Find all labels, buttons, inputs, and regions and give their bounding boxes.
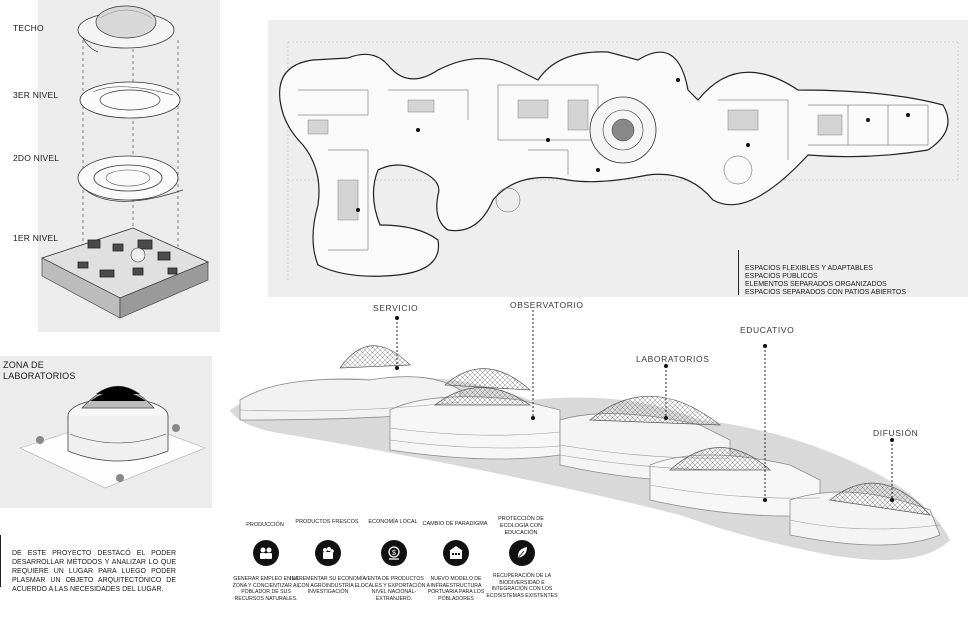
plan-note-1: ESPACIOS FLEXIBLES Y ADAPTABLES [745,265,873,272]
roof-level-shape [77,5,175,53]
impact-desc-produccion: GENERAR EMPLEO EN LA ZONA Y CONCIENTIZAR… [232,576,300,602]
summary-divider [0,535,1,587]
impact-desc-cambio-paradigma: NUEVO MODELO DE INFRAESTRUCTURA PORTUARI… [427,576,485,602]
produce-icon [315,540,341,566]
impact-title-cambio-paradigma: CAMBIO DE PARADIGMA [422,521,488,527]
exploded-axonometric-drawing [40,5,210,319]
lab-zone-title-line2: LABORATORIOS [3,371,76,381]
building-icon [443,540,469,566]
impact-desc-proteccion-ecologia: RECUPERACIÓN DE LA BIODIVERSIDAD E INTEG… [486,573,558,599]
first-level-shape [40,227,210,319]
svg-text:$: $ [392,550,396,557]
money-icon: $ [381,540,407,566]
impact-title-productos-frescos: PRODUCTOS FRESCOS [295,519,359,525]
third-level-shape [79,81,181,119]
lab-zone-title-line1: ZONA DE [3,360,44,370]
lab-zone-drawing [19,385,206,489]
impact-title-produccion: PRODUCCIÓN [246,522,284,528]
floor-plan-drawing [279,41,959,280]
summary-text: DE ESTE PROYECTO DESTACÓ EL PODER DESARR… [12,550,176,593]
plan-note-3: ELEMENTOS SEPARADOS ORGANIZADOS [745,281,887,288]
plan-note-2: ESPACIOS PÚBLICOS [745,273,818,280]
zone-label-laboratorios: LABORATORIOS [636,354,710,364]
perspective-render [230,310,950,560]
plan-note-divider [738,250,739,295]
plan-note-4: ESPACIOS SEPARADOS CON PATIOS ABIERTOS [745,289,907,296]
second-level-shape [77,155,184,202]
level-label-techo: TECHO [13,23,44,33]
level-label-2do-nivel: 2DO NIVEL [13,153,60,163]
impact-desc-productos-frescos: INCREMENTAR SU ECONOMÍA CON AGROINDUSTRI… [290,576,366,596]
zone-label-observatorio: OBSERVATORIO [510,300,584,310]
zone-label-educativo: EDUCATIVO [740,325,795,335]
impact-desc-economia-local: VENTA DE PRODUCTOS LOCALES Y EXPORTACIÓN… [358,576,430,602]
people-icon [253,540,279,566]
impact-title-proteccion-ecologia: PROTECCIÓN DE ECOLOGÍA CON EDUCACIÓN [498,516,544,536]
level-label-3er-nivel: 3ER NIVEL [13,90,59,100]
ecology-icon [509,540,535,566]
impact-title-economia-local: ECONOMÍA LOCAL [368,519,418,525]
floor-plan-outline [279,51,949,277]
zone-label-difusion: DIFUSIÓN [873,428,919,438]
zone-label-servicio: SERVICIO [373,303,419,313]
level-label-1er-nivel: 1ER NIVEL [13,233,59,243]
